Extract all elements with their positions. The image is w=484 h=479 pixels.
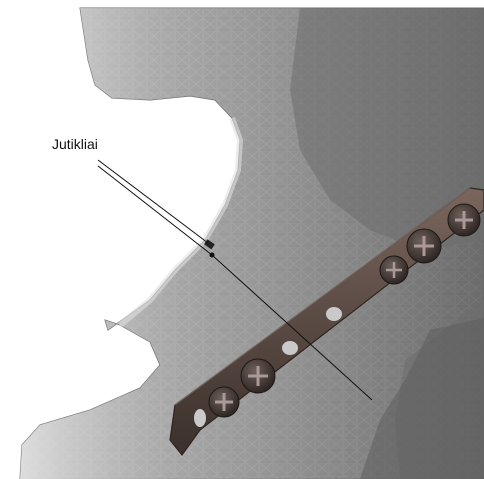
screw — [380, 256, 408, 284]
plate-hole — [326, 307, 342, 321]
screw — [209, 387, 239, 417]
plate-hole — [194, 409, 206, 427]
sensors-label: Jutikliai — [52, 136, 98, 152]
leader-line — [98, 166, 212, 255]
leader-line — [98, 160, 208, 243]
screw — [241, 359, 275, 393]
plate-hole — [282, 341, 298, 355]
screw — [448, 204, 480, 236]
screw — [407, 229, 441, 263]
